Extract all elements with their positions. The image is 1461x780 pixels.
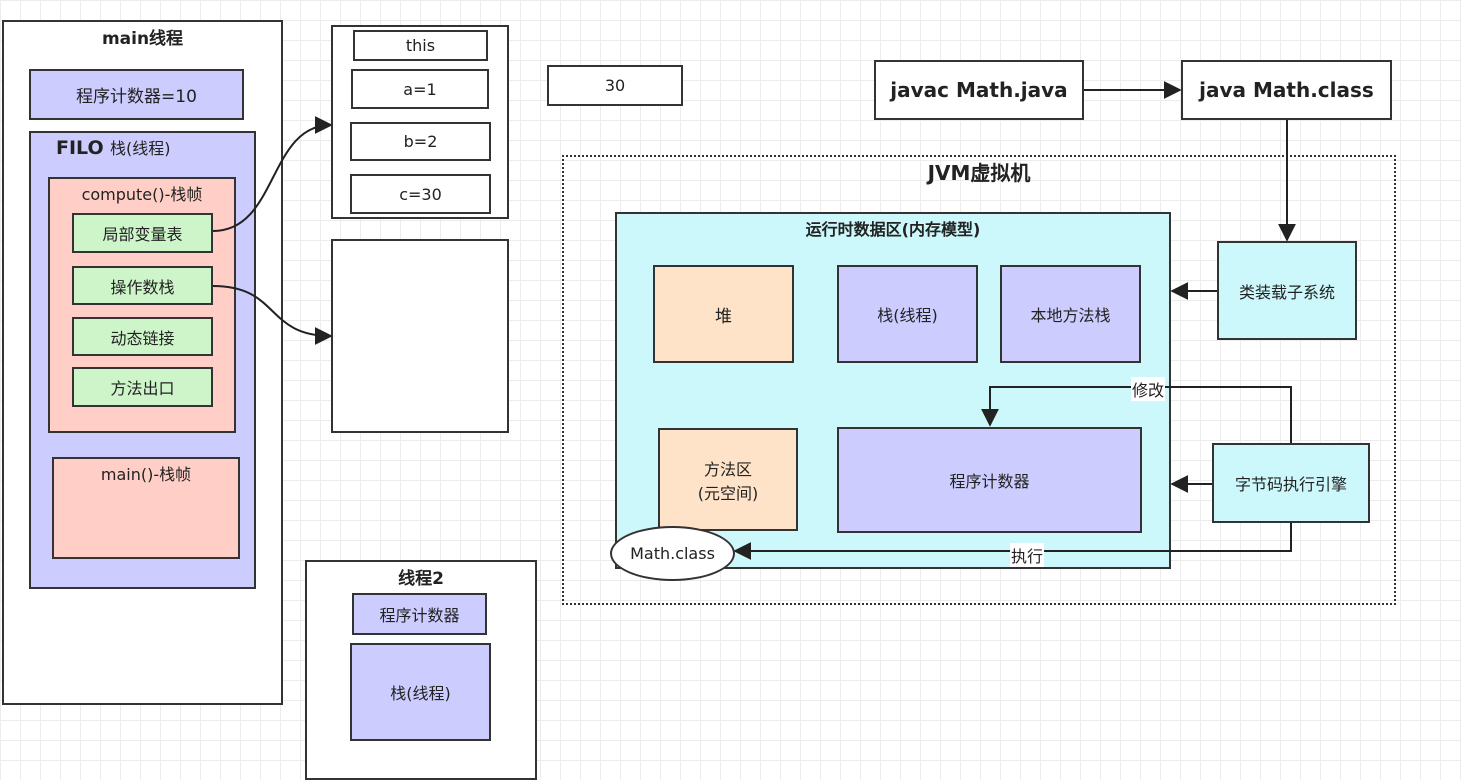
filo-label: FILO <box>56 137 104 159</box>
main-pc-box: 程序计数器=10 <box>29 69 244 120</box>
operand-value-box: 30 <box>547 65 683 106</box>
local-var-this: this <box>353 30 488 61</box>
operand-stack-detail <box>331 239 509 433</box>
runtime-area-title: 运行时数据区(内存模型) <box>805 220 981 239</box>
method-area-label: 方法区 <box>703 459 752 479</box>
heap-box: 堆 <box>653 265 794 363</box>
dynamic-linking: 动态链接 <box>72 317 213 356</box>
method-area-box: 方法区 (元空间) <box>658 428 798 531</box>
math-class-ellipse: Math.class <box>610 526 735 581</box>
thread2-pc: 程序计数器 <box>352 593 487 635</box>
java-box: java Math.class <box>1181 60 1392 120</box>
jvm-title: JVM虚拟机 <box>927 161 1031 185</box>
local-var-b: b=2 <box>350 122 491 161</box>
local-var-a: a=1 <box>351 69 489 109</box>
thread2-title: 线程2 <box>398 569 444 589</box>
thread2-stack: 栈(线程) <box>350 643 491 741</box>
local-variables-table: 局部变量表 <box>72 213 213 253</box>
main-frame-title: main()-栈帧 <box>100 465 192 484</box>
modify-label: 修改 <box>1131 377 1166 401</box>
method-area-sublabel: (元空间) <box>697 483 759 503</box>
method-exit: 方法出口 <box>72 367 213 407</box>
operand-stack: 操作数栈 <box>72 266 213 305</box>
native-stack-box: 本地方法栈 <box>1000 265 1141 363</box>
class-loader-box: 类装载子系统 <box>1217 241 1357 340</box>
javac-box: javac Math.java <box>874 60 1084 120</box>
jvm-pc-box: 程序计数器 <box>837 427 1142 533</box>
jvm-stack-box: 栈(线程) <box>837 265 978 363</box>
main-thread-title: main线程 <box>101 29 184 49</box>
local-var-c: c=30 <box>350 174 491 214</box>
execute-label: 执行 <box>1010 543 1045 567</box>
main-frame: main()-栈帧 <box>52 457 240 559</box>
compute-frame-title: compute()-栈帧 <box>81 185 203 204</box>
stack-label: 栈(线程) <box>110 139 171 158</box>
bytecode-engine-box: 字节码执行引擎 <box>1212 443 1370 523</box>
math-class-label: Math.class <box>630 544 715 563</box>
jvm-boundary <box>562 155 1396 605</box>
